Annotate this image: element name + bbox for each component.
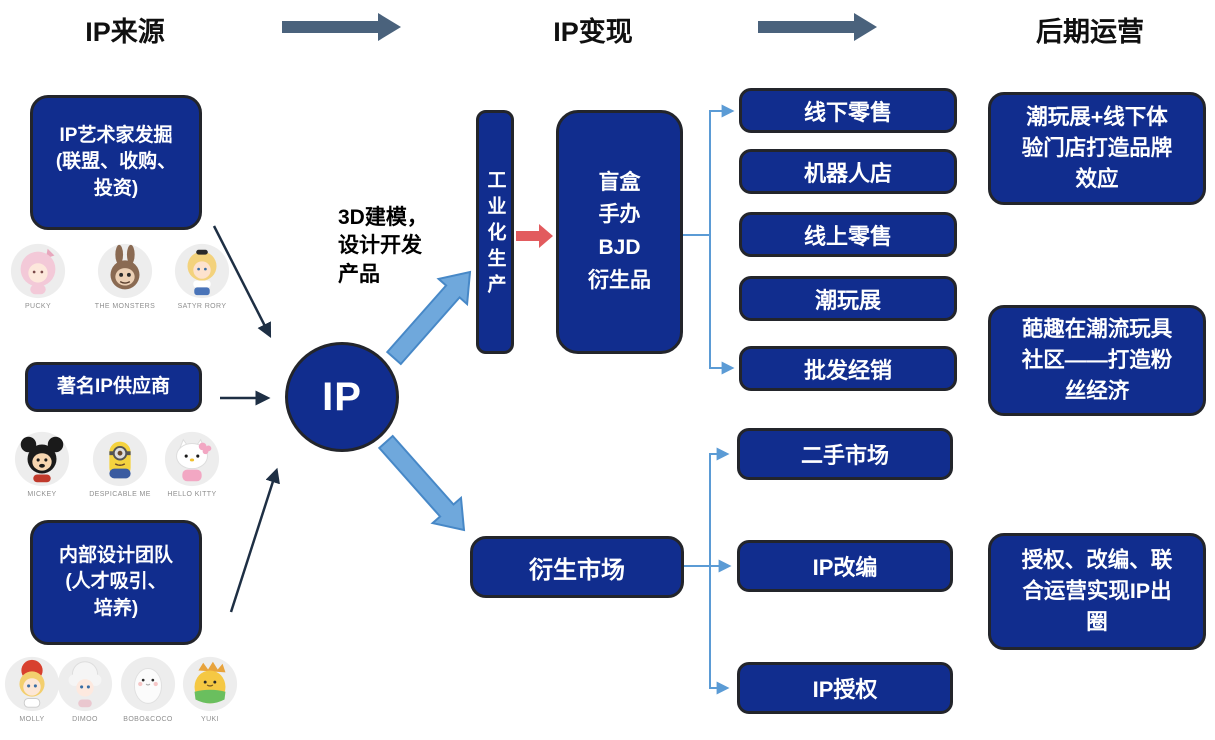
stage-title-ip-source: IP来源 — [85, 17, 165, 47]
arrow-production-to-products-icon — [516, 224, 553, 248]
operation-ip-outreach: 授权、改编、联 合运营实现IP出 圈 — [988, 533, 1206, 650]
character-label: PUCKY — [24, 303, 52, 310]
arrow-ip-to-derivative-icon — [377, 434, 466, 532]
character-molly: MOLLY — [0, 655, 67, 723]
process-note-3d-modeling: 3D建模， 设计开发 产品 — [338, 206, 428, 286]
character-label: BOBO&COCO — [123, 716, 173, 723]
character-dimoo: DIMOO — [50, 655, 120, 723]
channel-toy-show: 潮玩展 — [739, 276, 957, 321]
channel-offline-retail: 线下零售 — [739, 88, 957, 133]
character-the-monsters: THE MONSTERS — [90, 242, 160, 310]
character-the-monsters-icon — [97, 243, 153, 299]
character-label: YUKI — [201, 716, 219, 723]
character-mickey-icon — [14, 431, 70, 487]
character-bobo-coco-icon — [120, 656, 176, 712]
character-label: SATYR RORY — [177, 303, 227, 310]
stage-title-operations: 后期运营 — [1036, 17, 1144, 47]
source-box-famous-ip-supplier: 著名IP供应商 — [25, 362, 202, 412]
source-box-internal-design-team: 内部设计团队 (人才吸引、 培养) — [30, 520, 202, 645]
character-despicable-me: DESPICABLE ME — [85, 430, 155, 498]
source-box-artist-discovery: IP艺术家发掘 (联盟、收购、 投资) — [30, 95, 202, 230]
character-despicable-me-icon — [92, 431, 148, 487]
character-label: DESPICABLE ME — [89, 491, 151, 498]
character-satyr-rory: SATYR RORY — [167, 242, 237, 310]
character-pucky-icon — [10, 243, 66, 299]
channel-online-retail: 线上零售 — [739, 212, 957, 257]
character-satyr-rory-icon — [174, 243, 230, 299]
character-bobo-coco: BOBO&COCO — [113, 655, 183, 723]
derivative-ip-adaptation: IP改编 — [737, 540, 953, 592]
industrial-production-box: 工业化生产 — [476, 110, 514, 354]
character-molly-icon — [4, 656, 60, 712]
channel-roboshop: 机器人店 — [739, 149, 957, 194]
operation-brand-effect: 潮玩展+线下体 验门店打造品牌 效应 — [988, 92, 1206, 205]
character-label: DIMOO — [72, 716, 98, 723]
character-label: MICKEY — [27, 491, 57, 498]
ip-core-node: IP — [285, 342, 399, 452]
character-hello-kitty: HELLO KITTY — [157, 430, 227, 498]
derivative-secondhand-market: 二手市场 — [737, 428, 953, 480]
character-label: MOLLY — [19, 716, 45, 723]
character-dimoo-icon — [57, 656, 113, 712]
character-pucky: PUCKY — [3, 242, 73, 310]
character-hello-kitty-icon — [164, 431, 220, 487]
operation-fan-economy: 葩趣在潮流玩具 社区——打造粉 丝经济 — [988, 305, 1206, 416]
stage-arrow-1-icon — [282, 13, 401, 41]
character-yuki-icon — [182, 656, 238, 712]
stage-title-ip-monetize: IP变现 — [553, 17, 633, 47]
character-label: THE MONSTERS — [94, 303, 156, 310]
derivative-market-box: 衍生市场 — [470, 536, 684, 598]
character-mickey: MICKEY — [7, 430, 77, 498]
products-box-blindbox: 盲盒 手办 BJD 衍生品 — [556, 110, 683, 354]
character-label: HELLO KITTY — [167, 491, 217, 498]
derivative-ip-licensing: IP授权 — [737, 662, 953, 714]
arrow-internal-to-ip-icon — [229, 467, 280, 613]
stage-arrow-2-icon — [758, 13, 877, 41]
character-yuki: YUKI — [175, 655, 245, 723]
connector-products-to-channels-icon — [682, 104, 735, 375]
connector-derivative-to-channels-icon — [684, 447, 732, 695]
channel-wholesale: 批发经销 — [739, 346, 957, 391]
